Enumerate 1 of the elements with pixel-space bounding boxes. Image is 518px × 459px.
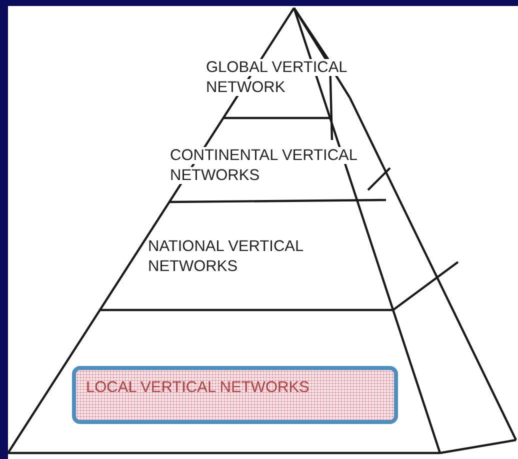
- highlighted-label: LOCAL VERTICAL NETWORKS: [72, 366, 398, 424]
